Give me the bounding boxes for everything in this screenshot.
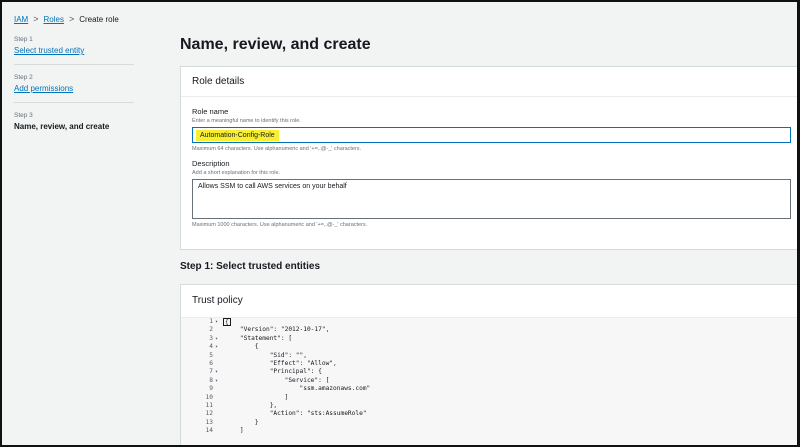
step-number: Step 2 (14, 74, 33, 81)
step-link-add-permissions[interactable]: Add permissions (14, 84, 74, 93)
fold-spacer (215, 360, 223, 368)
wizard-step-2: Step 2 Add permissions (14, 74, 134, 103)
code-text: "Effect": "Allow", (225, 359, 337, 367)
breadcrumb: IAM > Roles > Create role (14, 14, 119, 24)
code-line: 7▾ "Principal": { (181, 368, 797, 376)
line-number: 5 (209, 351, 213, 359)
code-line: 10 ] (181, 393, 797, 402)
role-name-input[interactable]: Automation-Config-Role (192, 127, 791, 143)
line-number: 6 (209, 359, 213, 367)
fold-arrow-icon[interactable]: ▾ (215, 369, 219, 376)
code-line: 13 } (181, 418, 797, 427)
wizard-step-3: Step 3 Name, review, and create (14, 112, 134, 140)
fold-spacer (215, 410, 223, 418)
code-line: 4▾ { (181, 343, 797, 351)
code-text: } (225, 418, 259, 426)
description-field: Description Add a short explanation for … (181, 159, 797, 228)
role-name-label: Role name (192, 107, 229, 116)
page-title: Name, review, and create (180, 36, 371, 53)
line-number: 1 (209, 318, 213, 325)
fold-spacer (215, 385, 223, 393)
code-line: 3▾ "Statement": [ (181, 334, 797, 343)
fold-arrow-icon[interactable]: ▾ (215, 319, 219, 325)
breadcrumb-roles-link[interactable]: Roles (43, 14, 64, 24)
line-number: 14 (205, 427, 213, 435)
fold-spacer (215, 352, 223, 360)
line-number: 7 (209, 368, 213, 376)
fold-spacer (215, 402, 223, 410)
role-name-field: Role name Enter a meaningful name to ide… (181, 107, 797, 152)
trust-policy-code-editor[interactable]: 1▾{2 "Version": "2012-10-17",3▾ "Stateme… (181, 317, 797, 445)
code-line: 12 "Action": "sts:AssumeRole" (181, 410, 797, 418)
step-number: Step 1 (14, 36, 33, 43)
role-name-hint: Enter a meaningful name to identify this… (192, 118, 301, 124)
fold-arrow-icon[interactable]: ▾ (215, 377, 219, 384)
line-number: 13 (205, 418, 213, 426)
breadcrumb-separator-icon: > (68, 14, 75, 24)
description-textarea[interactable]: Allows SSM to call AWS services on your … (192, 179, 791, 219)
wizard-step-1: Step 1 Select trusted entity (14, 36, 134, 65)
code-line: 14 ] (181, 427, 797, 435)
code-text: "Principal": { (225, 368, 322, 376)
code-line: 9 "ssm.amazonaws.com" (181, 385, 797, 393)
code-text: { (223, 318, 231, 327)
code-line: 6 "Effect": "Allow", (181, 359, 797, 368)
role-name-value: Automation-Config-Role (196, 129, 279, 141)
trust-policy-title: Trust policy (192, 294, 243, 306)
code-line: 1▾ { (181, 318, 797, 327)
line-number: 10 (205, 393, 213, 401)
code-text: { (225, 343, 259, 351)
fold-arrow-icon[interactable]: ▾ (215, 344, 219, 351)
code-text: "Statement": [ (225, 334, 293, 342)
code-text: "Version": "2012-10-17", (225, 326, 330, 334)
breadcrumb-current: Create role (79, 14, 119, 24)
step-number: Step 3 (14, 112, 33, 119)
code-line: 2 "Version": "2012-10-17", (181, 326, 797, 334)
role-name-constraint: Maximum 64 characters. Use alphanumeric … (192, 146, 362, 152)
code-line: 8▾ "Service": [ (181, 376, 797, 385)
fold-spacer (215, 326, 223, 334)
line-number: 2 (209, 326, 213, 334)
trust-policy-panel: Trust policy 1▾{2 "Version": "2012-10-17… (180, 284, 797, 445)
line-number: 12 (205, 410, 213, 418)
code-text: "Service": [ (225, 376, 330, 384)
code-text: "Action": "sts:AssumeRole" (225, 410, 367, 418)
step-link-select-trusted-entity[interactable]: Select trusted entity (14, 46, 85, 55)
line-number: 9 (209, 385, 213, 393)
code-text: "ssm.amazonaws.com" (225, 385, 371, 393)
code-line: 11 }, (181, 401, 797, 410)
line-number: 11 (205, 401, 213, 409)
code-line: 5 "Sid": "", (181, 351, 797, 360)
code-text: ] (225, 393, 289, 401)
fold-spacer (215, 419, 223, 427)
step-current-name-review-create: Name, review, and create (14, 122, 110, 131)
code-text: "Sid": "", (225, 351, 307, 359)
description-label: Description (192, 159, 230, 168)
trusted-entities-heading: Step 1: Select trusted entities (180, 261, 321, 272)
fold-spacer (215, 427, 223, 435)
breadcrumb-separator-icon: > (33, 14, 39, 24)
fold-spacer (215, 394, 223, 402)
code-text: }, (225, 401, 278, 409)
role-details-panel: Role details Role name Enter a meaningfu… (180, 66, 797, 250)
line-number: 3 (209, 334, 213, 342)
role-details-title: Role details (181, 67, 797, 97)
description-constraint: Maximum 1000 characters. Use alphanumeri… (192, 222, 368, 228)
wizard-steps: Step 1 Select trusted entity Step 2 Add … (14, 36, 134, 149)
fold-arrow-icon[interactable]: ▾ (215, 335, 219, 342)
code-text: ] (225, 427, 244, 435)
description-hint: Add a short explanation for this role. (192, 170, 281, 176)
breadcrumb-iam-link[interactable]: IAM (14, 14, 29, 24)
line-number: 4 (209, 343, 213, 351)
line-number: 8 (209, 376, 213, 384)
